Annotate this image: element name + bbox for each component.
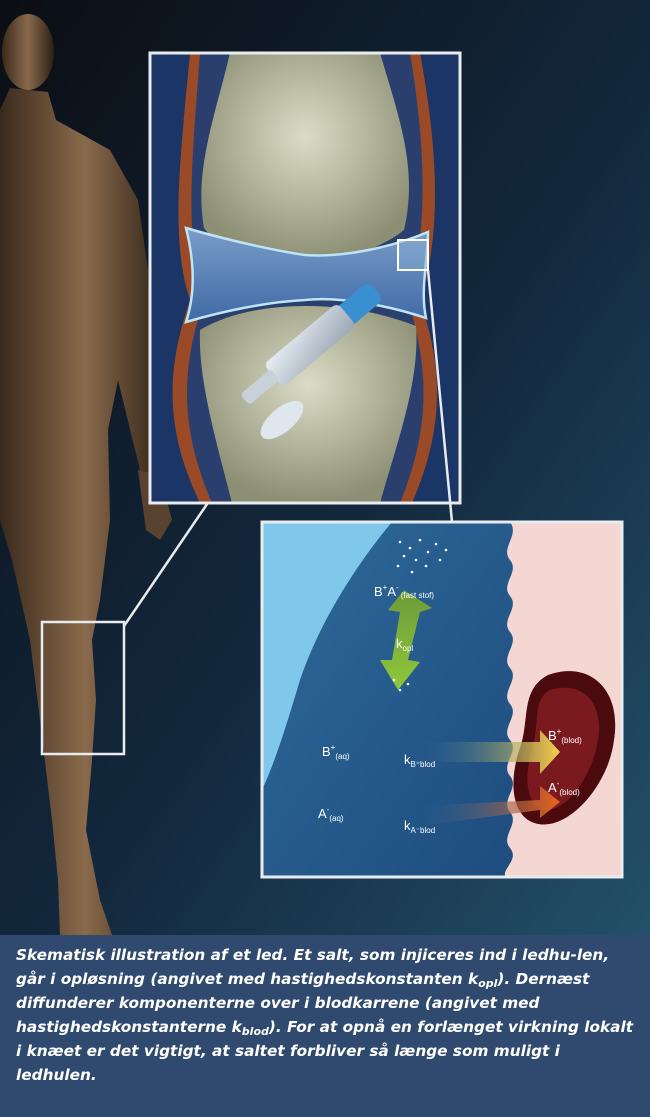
caption-sub-k-blod: blod xyxy=(242,1025,269,1038)
figure-caption: Skematisk illustration af et led. Et sal… xyxy=(0,935,650,1117)
caption-sub-k-opl: opl xyxy=(478,977,497,990)
detail-panel: B+A-(fast stof) kopl B+(aq) kB⁺blod A-(a… xyxy=(262,522,622,877)
knee-panel xyxy=(150,53,460,503)
